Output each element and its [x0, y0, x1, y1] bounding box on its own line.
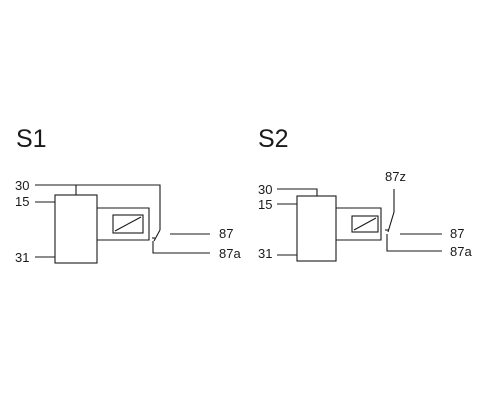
control-module-box	[54, 194, 98, 264]
pin-label-15: 15	[258, 197, 272, 212]
wire-30	[35, 184, 161, 230]
pin-label-87z: 87z	[385, 169, 406, 184]
wire-30	[277, 188, 318, 196]
diagram-title-s2: S2	[258, 125, 289, 153]
pin-label-87a: 87a	[450, 244, 472, 259]
coil-winding	[353, 217, 377, 231]
pin-label-15: 15	[15, 194, 29, 209]
pin-label-31: 31	[15, 250, 29, 265]
control-module-box	[296, 195, 337, 262]
diagram-title-s1: S1	[16, 125, 47, 153]
pin-label-30: 30	[258, 182, 272, 197]
pin-label-87: 87	[219, 226, 233, 241]
coil-housing	[97, 207, 150, 241]
pin-label-87: 87	[450, 226, 464, 241]
coil-housing	[336, 207, 382, 241]
wire-87a	[152, 241, 210, 254]
switch-arm	[387, 189, 395, 233]
coil-winding	[114, 216, 142, 232]
wire-87a	[386, 234, 442, 252]
relay-diagram-s1: S1 30 15 31 87 87a	[15, 125, 241, 265]
pin-label-30: 30	[15, 178, 29, 193]
relay-diagram-s2: S2 87z 30 15 31 87 87a	[258, 125, 472, 262]
pin-label-87a: 87a	[219, 246, 241, 261]
switch-arm	[153, 229, 161, 242]
pin-label-31: 31	[258, 246, 272, 261]
